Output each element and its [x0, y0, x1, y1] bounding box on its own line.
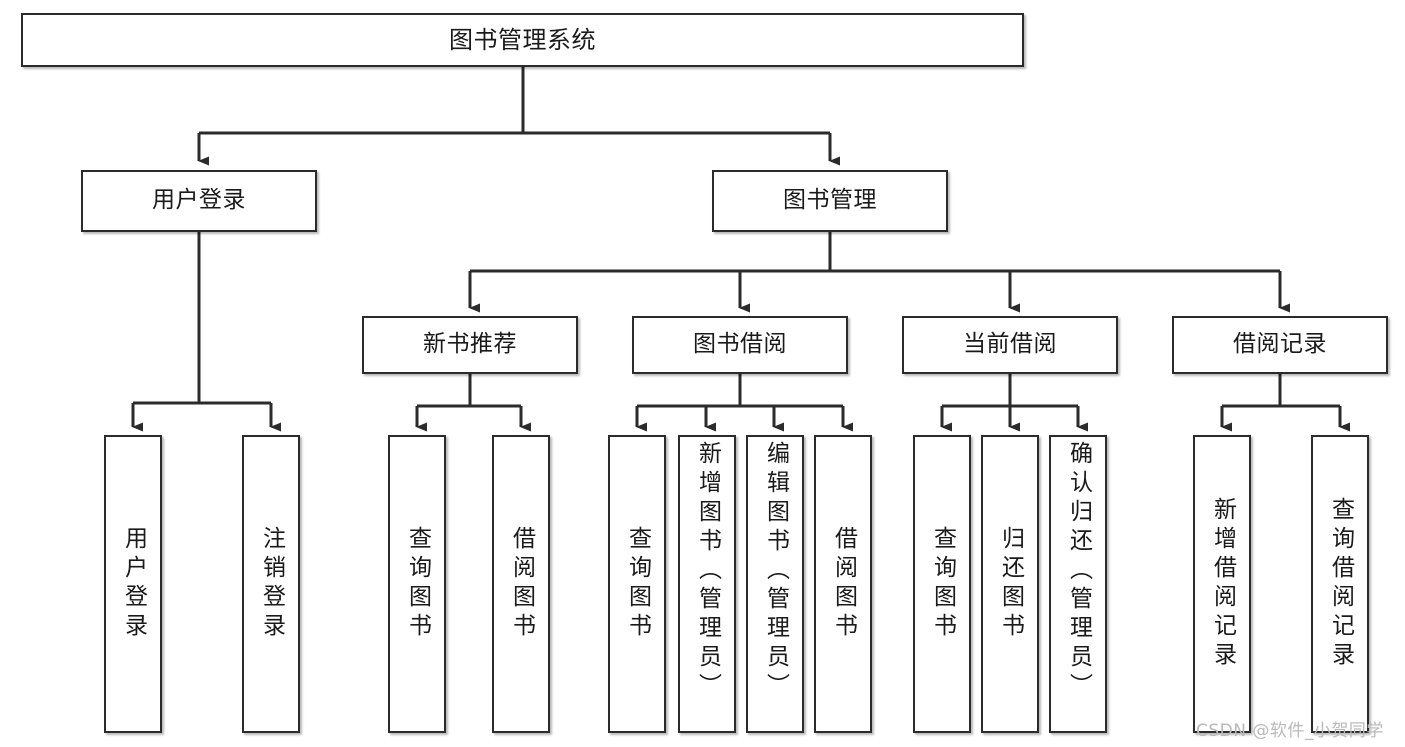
leaf-add-book-admin-label: 新增图书（管理员） — [694, 441, 721, 702]
node-book-borrow[interactable]: 图书借阅 — [632, 316, 848, 374]
node-root[interactable]: 图书管理系统 — [21, 13, 1024, 67]
leaf-add-borrow-record[interactable]: 新增借阅记录 — [1193, 435, 1251, 733]
leaf-query-borrow-record[interactable]: 查询借阅记录 — [1311, 435, 1369, 733]
leaf-edit-book-admin-label: 编辑图书（管理员） — [762, 441, 789, 702]
leaf-logout-login-label: 注销登录 — [258, 526, 285, 642]
node-borrow-record[interactable]: 借阅记录 — [1172, 316, 1388, 374]
leaf-borrow-book-b-label: 借阅图书 — [830, 526, 857, 642]
node-current-borrow-label: 当前借阅 — [963, 331, 1057, 358]
leaf-query-book-a[interactable]: 查询图书 — [388, 435, 446, 733]
leaf-edit-book-admin[interactable]: 编辑图书（管理员） — [746, 435, 804, 733]
node-current-borrow[interactable]: 当前借阅 — [902, 316, 1118, 374]
node-user-login-label: 用户登录 — [152, 187, 246, 214]
leaf-add-book-admin[interactable]: 新增图书（管理员） — [678, 435, 736, 733]
leaf-borrow-book-b[interactable]: 借阅图书 — [814, 435, 872, 733]
leaf-borrow-book-a[interactable]: 借阅图书 — [492, 435, 550, 733]
node-borrow-record-label: 借阅记录 — [1233, 331, 1327, 358]
leaf-borrow-book-a-label: 借阅图书 — [508, 526, 535, 642]
leaf-add-borrow-record-label: 新增借阅记录 — [1209, 497, 1236, 671]
leaf-query-book-a-label: 查询图书 — [404, 526, 431, 642]
csdn-watermark: CSDN @软件_小贺同学 — [1196, 721, 1384, 741]
node-book-manage[interactable]: 图书管理 — [712, 170, 948, 232]
leaf-logout-login[interactable]: 注销登录 — [242, 435, 300, 733]
node-new-book-rec-label: 新书推荐 — [423, 331, 517, 358]
node-book-manage-label: 图书管理 — [783, 187, 877, 214]
leaf-user-login-label: 用户登录 — [120, 526, 147, 642]
node-user-login[interactable]: 用户登录 — [81, 170, 317, 232]
leaf-confirm-return-admin-label: 确认归还（管理员） — [1065, 441, 1092, 702]
node-root-label: 图书管理系统 — [449, 25, 596, 54]
leaf-query-book-c[interactable]: 查询图书 — [913, 435, 971, 733]
leaf-query-book-b[interactable]: 查询图书 — [608, 435, 666, 733]
leaf-user-login[interactable]: 用户登录 — [104, 435, 162, 733]
leaf-confirm-return-admin[interactable]: 确认归还（管理员） — [1049, 435, 1107, 733]
leaf-query-book-c-label: 查询图书 — [929, 526, 956, 642]
leaf-query-borrow-record-label: 查询借阅记录 — [1327, 497, 1354, 671]
node-book-borrow-label: 图书借阅 — [693, 331, 787, 358]
leaf-query-book-b-label: 查询图书 — [624, 526, 651, 642]
leaf-return-book[interactable]: 归还图书 — [981, 435, 1039, 733]
leaf-return-book-label: 归还图书 — [997, 526, 1024, 642]
node-new-book-rec[interactable]: 新书推荐 — [362, 316, 578, 374]
